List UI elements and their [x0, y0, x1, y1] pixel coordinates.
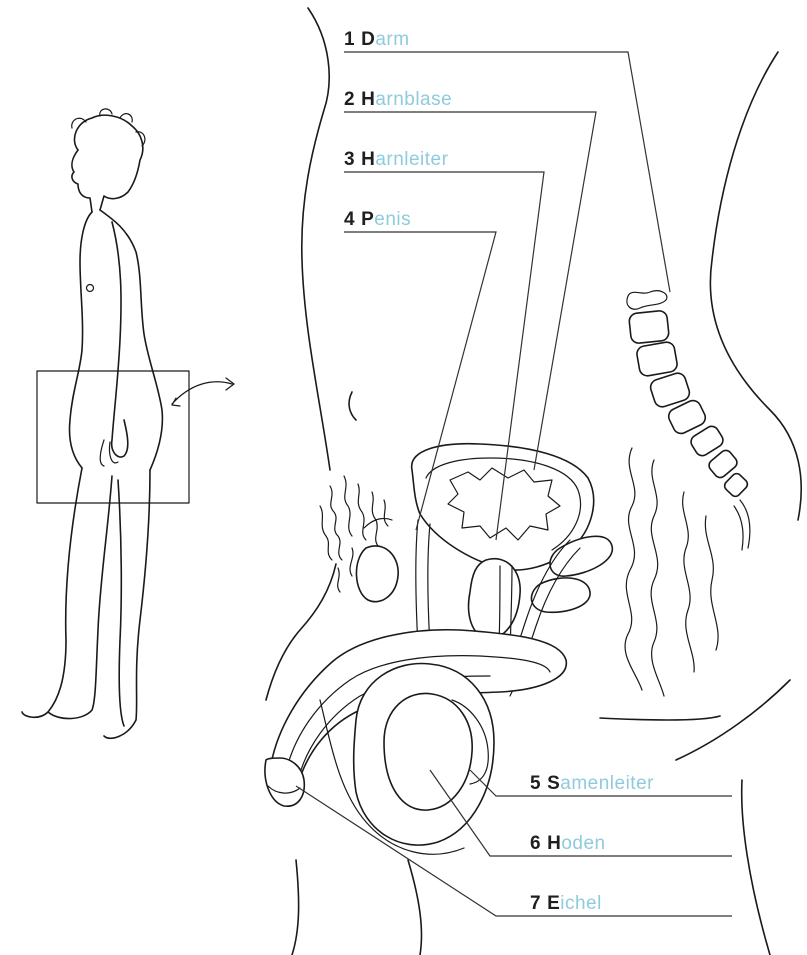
boy-figure	[22, 109, 234, 738]
label-7: 7Eichel	[530, 893, 602, 914]
label-1: 1Darm	[344, 29, 410, 50]
label-3: 3Harnleiter	[344, 149, 449, 170]
spine	[627, 291, 750, 550]
label-5: 5Samenleiter	[530, 773, 654, 794]
label-6: 6Hoden	[530, 833, 606, 854]
label-4: 4Penis	[344, 209, 411, 230]
label-2: 2Harnblase	[344, 89, 452, 110]
testis	[384, 693, 472, 810]
intestines	[625, 448, 718, 696]
